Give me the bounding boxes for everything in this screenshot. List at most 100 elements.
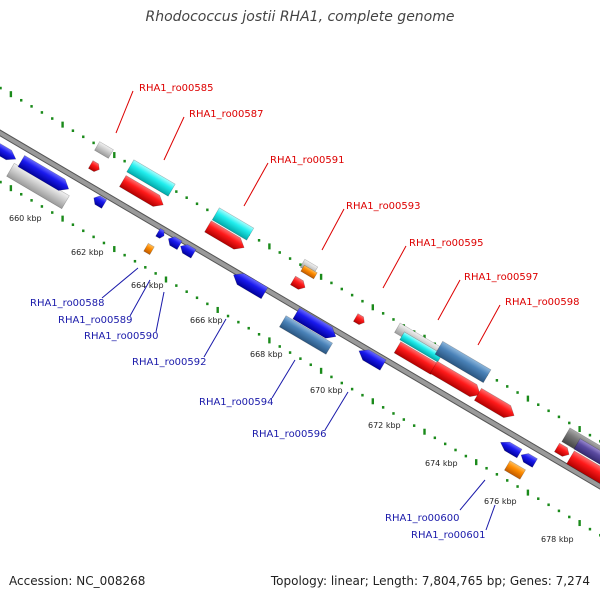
tick-dot (578, 520, 581, 527)
tick-dot (0, 86, 2, 90)
tick-dot (0, 180, 2, 184)
gene-feature[interactable] (87, 160, 101, 174)
gene-label-ro00600[interactable]: RHA1_ro00600 (385, 513, 460, 524)
tick-dot (82, 229, 85, 233)
tick-dot (578, 426, 581, 433)
tick-dot (371, 398, 375, 405)
tick-dot (454, 448, 457, 452)
forward-gene-labels: RHA1_ro00585 RHA1_ro00587 RHA1_ro00591 R… (115, 83, 580, 346)
gene-feature[interactable] (279, 315, 333, 355)
gene-label-ro00595[interactable]: RHA1_ro00595 (409, 238, 484, 249)
gene-label-ro00596[interactable]: RHA1_ro00596 (252, 429, 327, 440)
gene-feature[interactable] (204, 220, 248, 254)
gene-feature[interactable] (155, 227, 167, 239)
tick-dot (144, 266, 147, 269)
tick-dot (123, 159, 126, 163)
tick-dot (20, 98, 23, 102)
gene-feature[interactable] (0, 137, 19, 164)
gene-label-ro00588[interactable]: RHA1_ro00588 (30, 298, 105, 309)
tick-666: 666 kbp (190, 316, 223, 325)
gene-feature[interactable] (94, 141, 114, 159)
gene-label-ro00590[interactable]: RHA1_ro00590 (84, 331, 159, 342)
tick-dot (340, 381, 343, 385)
tick-dot (340, 287, 343, 291)
gene-label-ro00598[interactable]: RHA1_ro00598 (505, 297, 580, 308)
gene-feature[interactable] (178, 242, 197, 259)
gene-label-ro00597[interactable]: RHA1_ro00597 (464, 272, 539, 283)
tick-dot (330, 375, 333, 379)
gene-label-ro00585[interactable]: RHA1_ro00585 (139, 83, 214, 94)
gene-feature[interactable] (504, 460, 526, 480)
gene-label-ro00587[interactable]: RHA1_ro00587 (189, 109, 264, 120)
gene-feature[interactable] (554, 442, 571, 459)
gene-feature[interactable] (300, 264, 318, 280)
gene-feature[interactable] (498, 438, 523, 459)
tick-676: 676 kbp (484, 497, 517, 506)
tick-dot (495, 473, 499, 476)
gene-feature[interactable] (290, 275, 307, 292)
gene-feature[interactable] (230, 269, 269, 300)
tick-dot (278, 345, 281, 348)
tick-dot (185, 290, 188, 293)
tick-dot (495, 379, 499, 382)
tick-668: 668 kbp (250, 350, 283, 359)
gene-feature[interactable] (211, 207, 255, 241)
tick-dot (350, 387, 354, 391)
gene-feature[interactable] (292, 307, 339, 343)
gene-feature[interactable] (119, 175, 166, 210)
tick-674: 674 kbp (425, 459, 458, 468)
tick-dot (185, 196, 188, 199)
tick-dot (40, 111, 44, 114)
leader-line (101, 267, 139, 299)
gene-label-ro00601[interactable]: RHA1_ro00601 (411, 530, 486, 541)
gene-feature[interactable] (143, 242, 155, 256)
gene-label-ro00593[interactable]: RHA1_ro00593 (346, 201, 421, 212)
tick-dot (557, 509, 561, 513)
tick-dot (309, 363, 312, 367)
gene-features[interactable] (0, 137, 600, 489)
gene-label-ro00592[interactable]: RHA1_ro00592 (132, 357, 207, 368)
tick-dot (61, 121, 64, 128)
tick-dot (516, 391, 519, 394)
leader-line (324, 391, 349, 431)
gene-feature[interactable] (126, 159, 176, 197)
tick-dot (537, 497, 540, 500)
tick-dot (30, 199, 33, 202)
tick-678: 678 kbp (541, 535, 574, 544)
gene-feature[interactable] (356, 346, 387, 371)
tick-672: 672 kbp (368, 421, 401, 430)
gene-feature[interactable] (17, 155, 72, 194)
tick-dot (113, 152, 116, 159)
tick-dot (268, 337, 271, 344)
gene-feature[interactable] (519, 451, 538, 468)
tick-dot (568, 515, 571, 519)
tick-dot (20, 192, 23, 196)
tick-dot (92, 141, 95, 145)
gene-feature[interactable] (573, 438, 600, 472)
tick-dot (71, 223, 75, 227)
tick-670: 670 kbp (310, 386, 343, 395)
gene-feature[interactable] (91, 194, 108, 209)
gene-feature[interactable] (166, 234, 183, 251)
gene-feature[interactable] (434, 340, 492, 384)
tick-660: 660 kbp (9, 214, 42, 223)
tick-dot (371, 304, 375, 311)
gene-feature[interactable] (352, 313, 366, 327)
tick-dot (485, 466, 488, 470)
tick-dot (133, 259, 137, 263)
tick-dot (206, 302, 209, 306)
tick-dot (268, 243, 271, 250)
tick-dot (392, 412, 395, 415)
tick-dot (195, 296, 199, 300)
tick-dot (526, 489, 530, 496)
gene-label-ro00591[interactable]: RHA1_ro00591 (270, 155, 345, 166)
gene-label-ro00594[interactable]: RHA1_ro00594 (199, 397, 274, 408)
scale-ticks: 660 kbp 662 kbp 664 kbp 666 kbp 668 kbp … (9, 214, 574, 544)
gene-feature[interactable] (566, 450, 600, 489)
tick-dot (257, 239, 261, 242)
gene-label-ro00589[interactable]: RHA1_ro00589 (58, 315, 133, 326)
gene-feature[interactable] (429, 360, 484, 400)
gene-feature[interactable] (473, 387, 517, 421)
tick-dot (443, 442, 447, 446)
